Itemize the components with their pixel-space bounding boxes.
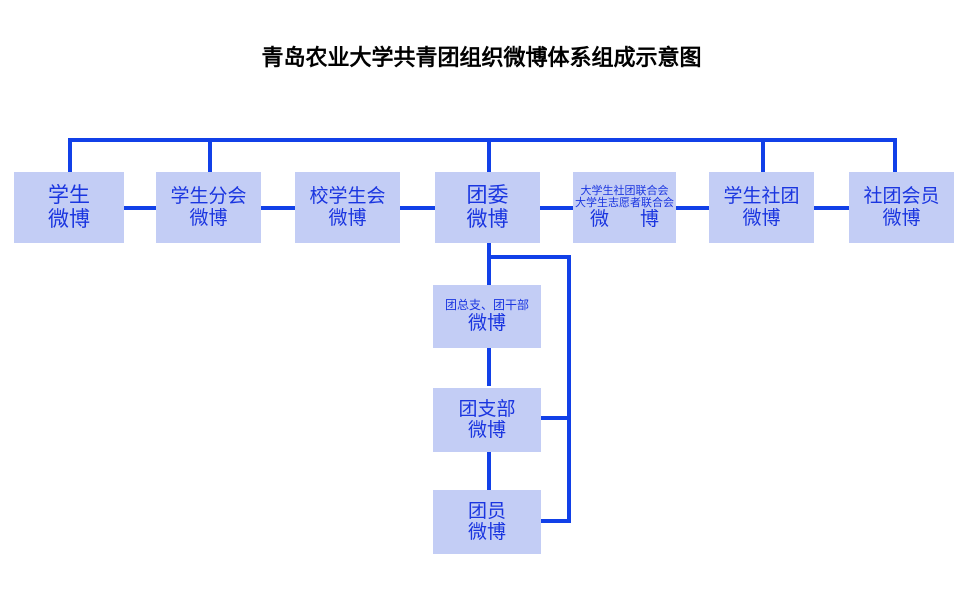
node-federations-weibo-line3: 微 博: [589, 208, 665, 231]
node-league-member-weibo[interactable]: 团员 微博: [433, 490, 541, 554]
drop-line-student-club-weibo: [761, 138, 765, 174]
league-to-branch-vertical-upper: [487, 243, 491, 279]
node-league-branch-cadre-weibo[interactable]: 团总支、团干部 微博: [433, 285, 541, 348]
node-student-branch-weibo-line2: 微博: [189, 206, 228, 229]
node-league-branch-cadre-weibo-line2: 微博: [467, 311, 506, 334]
node-student-branch-weibo[interactable]: 学生分会 微博: [156, 172, 261, 243]
link-student-to-branch: [120, 206, 158, 210]
drop-line-club-member-weibo: [893, 138, 897, 174]
node-club-member-weibo-line2: 微博: [882, 206, 921, 229]
node-school-union-weibo[interactable]: 校学生会 微博: [295, 172, 400, 243]
node-league-branch-weibo-line1: 团支部: [458, 397, 516, 420]
link-league-to-federations: [538, 206, 574, 210]
node-student-weibo-line1: 学生: [48, 182, 90, 207]
diagram-title: 青岛农业大学共青团组织微博体系组成示意图: [261, 46, 702, 71]
node-school-union-weibo-line2: 微博: [328, 206, 367, 229]
node-league-branch-cadre-weibo-line1: 团总支、团干部: [444, 298, 529, 313]
rail-stub-league-branch: [539, 416, 571, 420]
node-league-branch-weibo[interactable]: 团支部 微博: [433, 388, 541, 452]
node-club-member-weibo-line1: 社团会员: [863, 185, 940, 208]
node-federations-weibo-line1: 大学生社团联合会: [580, 183, 669, 197]
link-club-to-member: [812, 206, 850, 210]
node-student-club-weibo-line2: 微博: [742, 206, 781, 229]
node-school-union-weibo-line1: 校学生会: [309, 185, 386, 208]
connector-branch-to-member: [487, 452, 491, 490]
link-federations-to-club: [672, 206, 710, 210]
rail-stub-league-member: [539, 519, 571, 523]
bus-horizontal-line: [68, 138, 897, 142]
link-branch-to-school-union: [258, 206, 296, 210]
connector-into-branch-cadre: [487, 279, 491, 287]
node-federations-weibo-line2: 大学生志愿者联合会: [575, 195, 674, 209]
drop-line-youth-league-weibo: [487, 138, 491, 174]
node-club-member-weibo[interactable]: 社团会员 微博: [849, 172, 954, 243]
node-student-weibo-line2: 微博: [48, 206, 90, 231]
node-youth-league-weibo-line2: 微博: [466, 206, 509, 231]
node-league-member-weibo-line2: 微博: [467, 521, 506, 543]
drop-line-student-branch-weibo: [208, 138, 212, 174]
node-youth-league-weibo-line1: 团委: [466, 182, 509, 207]
node-student-branch-weibo-line1: 学生分会: [170, 185, 247, 208]
node-league-member-weibo-line1: 团员: [467, 499, 506, 522]
connector-branch-cadre-to-branch: [487, 348, 491, 386]
node-student-club-weibo[interactable]: 学生社团 微博: [709, 172, 814, 243]
node-federations-weibo[interactable]: 大学生社团联合会 大学生志愿者联合会 微 博: [573, 172, 676, 243]
branch-tee-horizontal: [487, 255, 571, 259]
node-youth-league-weibo[interactable]: 团委 微博: [435, 172, 540, 243]
node-student-weibo[interactable]: 学生 微博: [14, 172, 124, 243]
drop-line-student-weibo: [68, 138, 72, 174]
node-league-branch-weibo-line2: 微博: [467, 419, 506, 441]
node-student-club-weibo-line1: 学生社团: [723, 185, 800, 208]
branch-right-rail-vertical: [567, 255, 571, 523]
link-school-union-to-league: [398, 206, 436, 210]
